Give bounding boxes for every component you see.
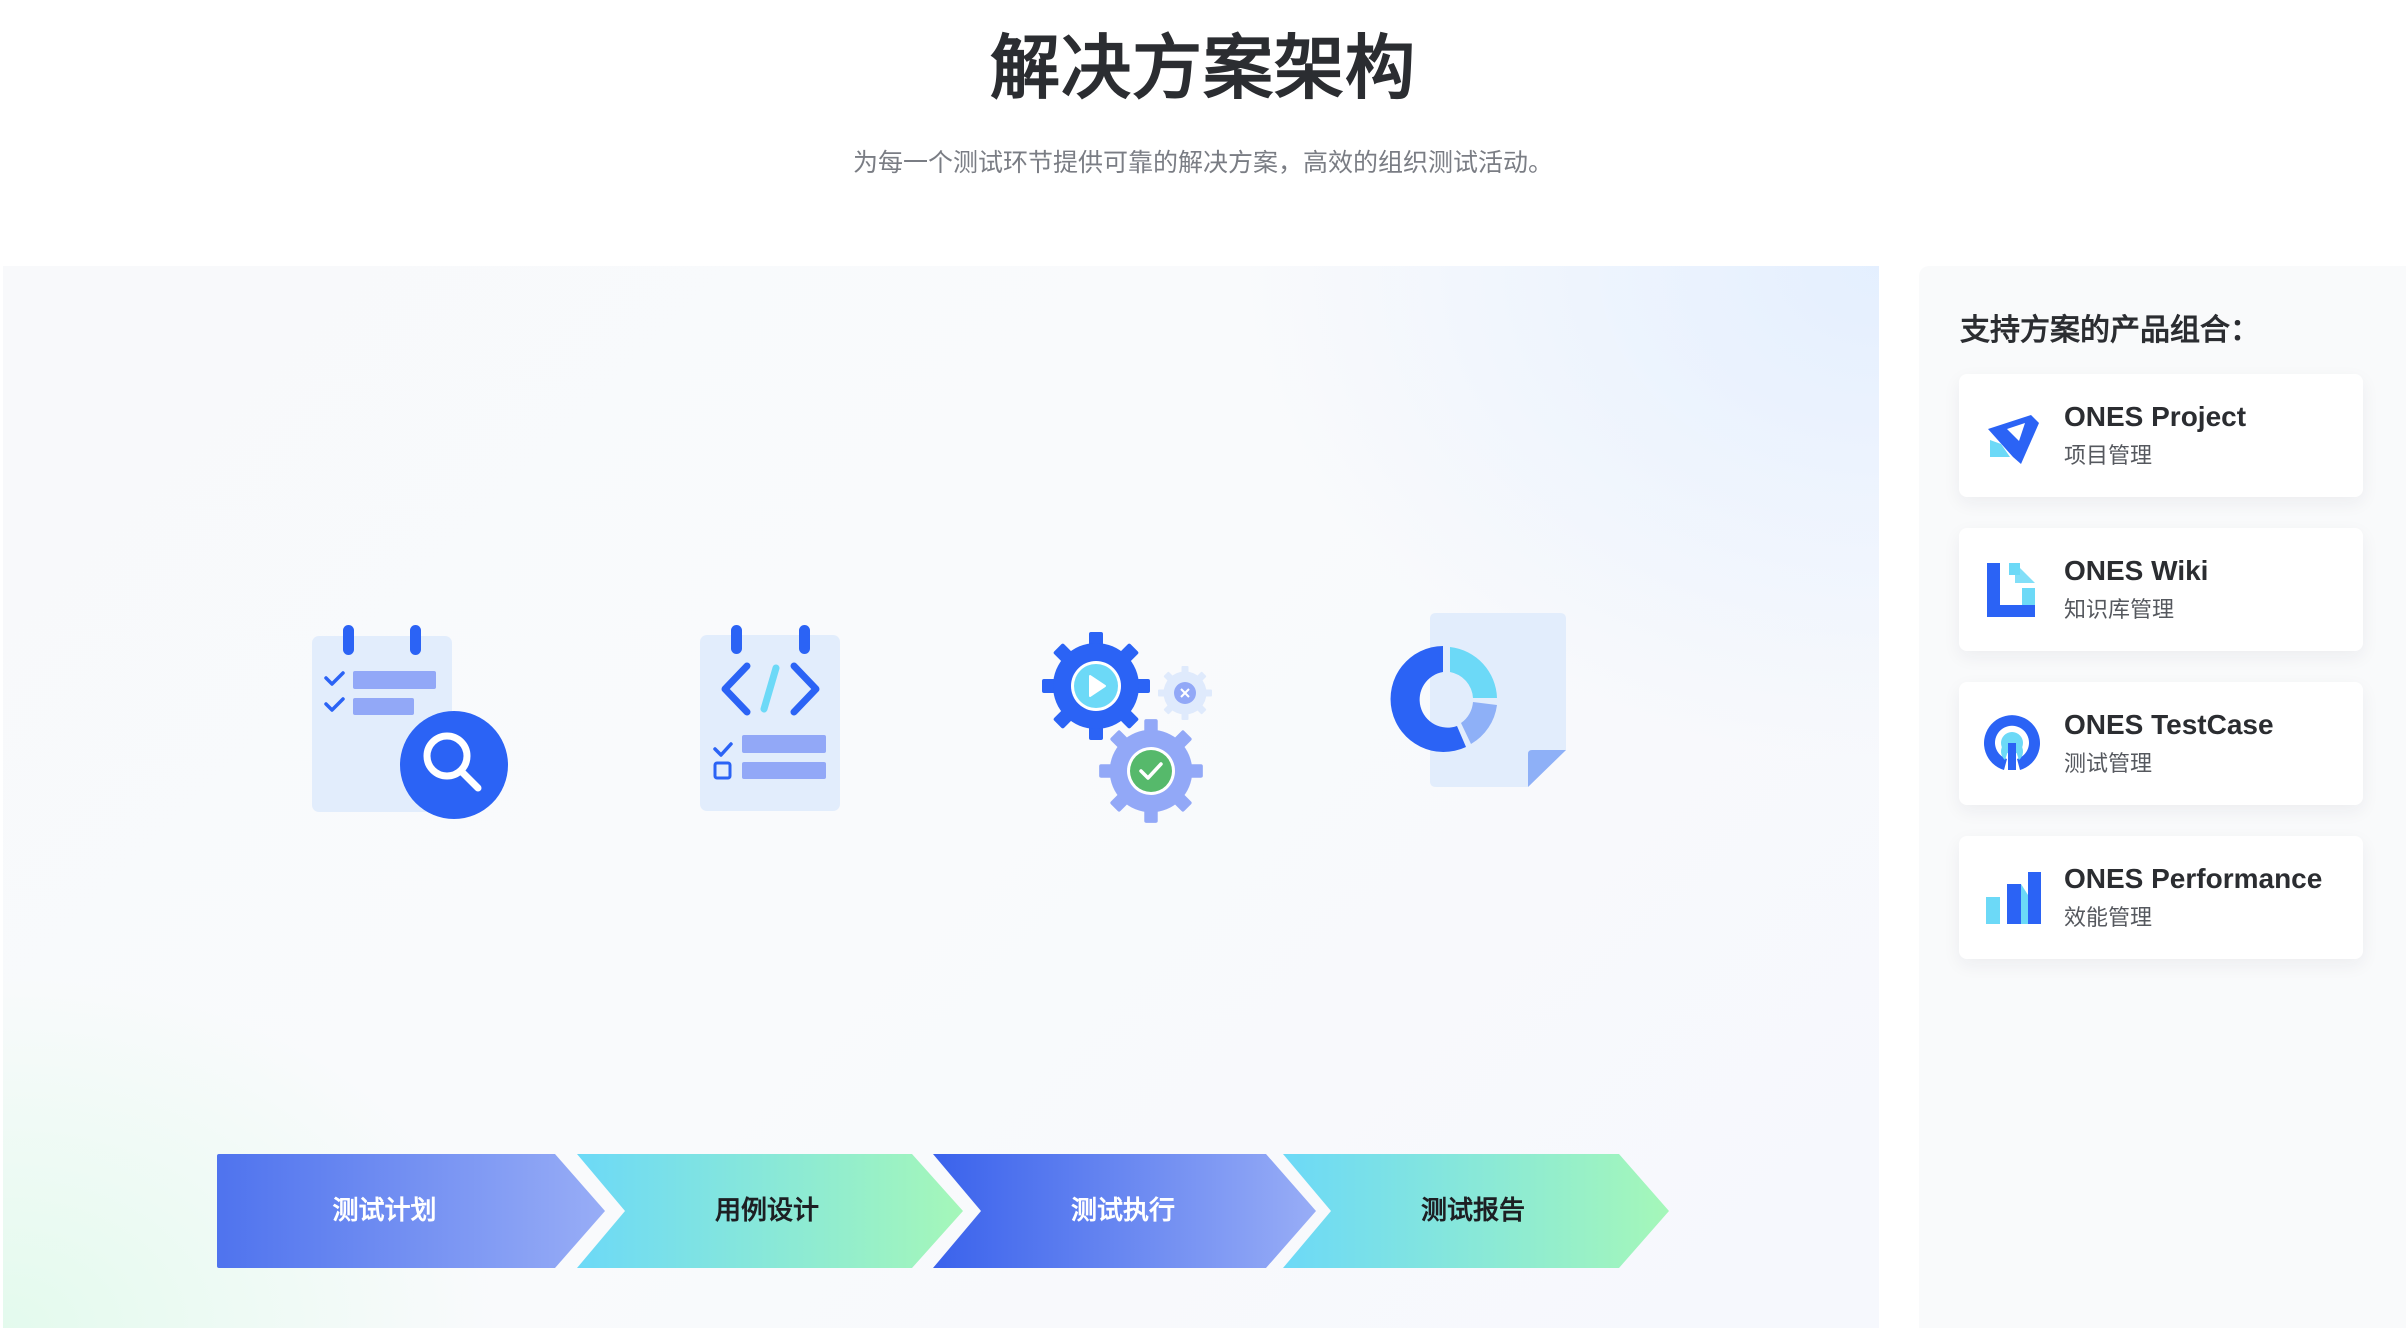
products-panel: 支持方案的产品组合： ONES Project 项目管理 ONES Wiki 知… xyxy=(1919,266,2406,1328)
product-card-project[interactable]: ONES Project 项目管理 xyxy=(1959,374,2363,497)
product-card-wiki[interactable]: ONES Wiki 知识库管理 xyxy=(1959,528,2363,651)
product-desc: 测试管理 xyxy=(2064,752,2153,777)
products-title: 支持方案的产品组合： xyxy=(1960,313,2260,348)
step-label: 测试报告 xyxy=(1420,1196,1525,1226)
step-case-design[interactable]: 用例设计 xyxy=(577,1154,967,1268)
product-name: ONES Performance xyxy=(2064,863,2323,894)
clipboard-search-icon xyxy=(303,621,523,841)
step-test-plan[interactable]: 测试计划 xyxy=(217,1154,607,1268)
product-desc: 知识库管理 xyxy=(2064,598,2175,623)
product-name: ONES Project xyxy=(2064,401,2247,432)
ones-project-icon xyxy=(1983,407,2041,465)
step-label: 测试计划 xyxy=(332,1196,437,1226)
page-subtitle: 为每一个测试环节提供可靠的解决方案，高效的组织测试活动。 xyxy=(852,148,1553,177)
step-label: 用例设计 xyxy=(714,1196,819,1226)
page-title: 解决方案架构 xyxy=(990,27,1416,109)
step-test-execution[interactable]: 测试执行 xyxy=(933,1154,1323,1268)
product-name: ONES TestCase xyxy=(2064,709,2274,740)
report-donut-icon xyxy=(1380,606,1580,806)
ones-testcase-icon xyxy=(1983,715,2041,773)
product-card-performance[interactable]: ONES Performance 效能管理 xyxy=(1959,836,2363,959)
ones-performance-icon xyxy=(1983,869,2042,927)
product-desc: 项目管理 xyxy=(2064,444,2153,469)
test-flow-panel: 测试计划 用例设计 测试执行 xyxy=(3,266,1879,1328)
step-test-report[interactable]: 测试报告 xyxy=(1283,1154,1675,1268)
product-card-testcase[interactable]: ONES TestCase 测试管理 xyxy=(1959,682,2363,805)
step-label: 测试执行 xyxy=(1070,1196,1175,1226)
clipboard-code-icon xyxy=(690,621,860,841)
product-name: ONES Wiki xyxy=(2064,555,2209,586)
gears-icon xyxy=(1030,616,1230,846)
product-desc: 效能管理 xyxy=(2064,906,2153,931)
ones-wiki-icon xyxy=(1983,561,2041,619)
